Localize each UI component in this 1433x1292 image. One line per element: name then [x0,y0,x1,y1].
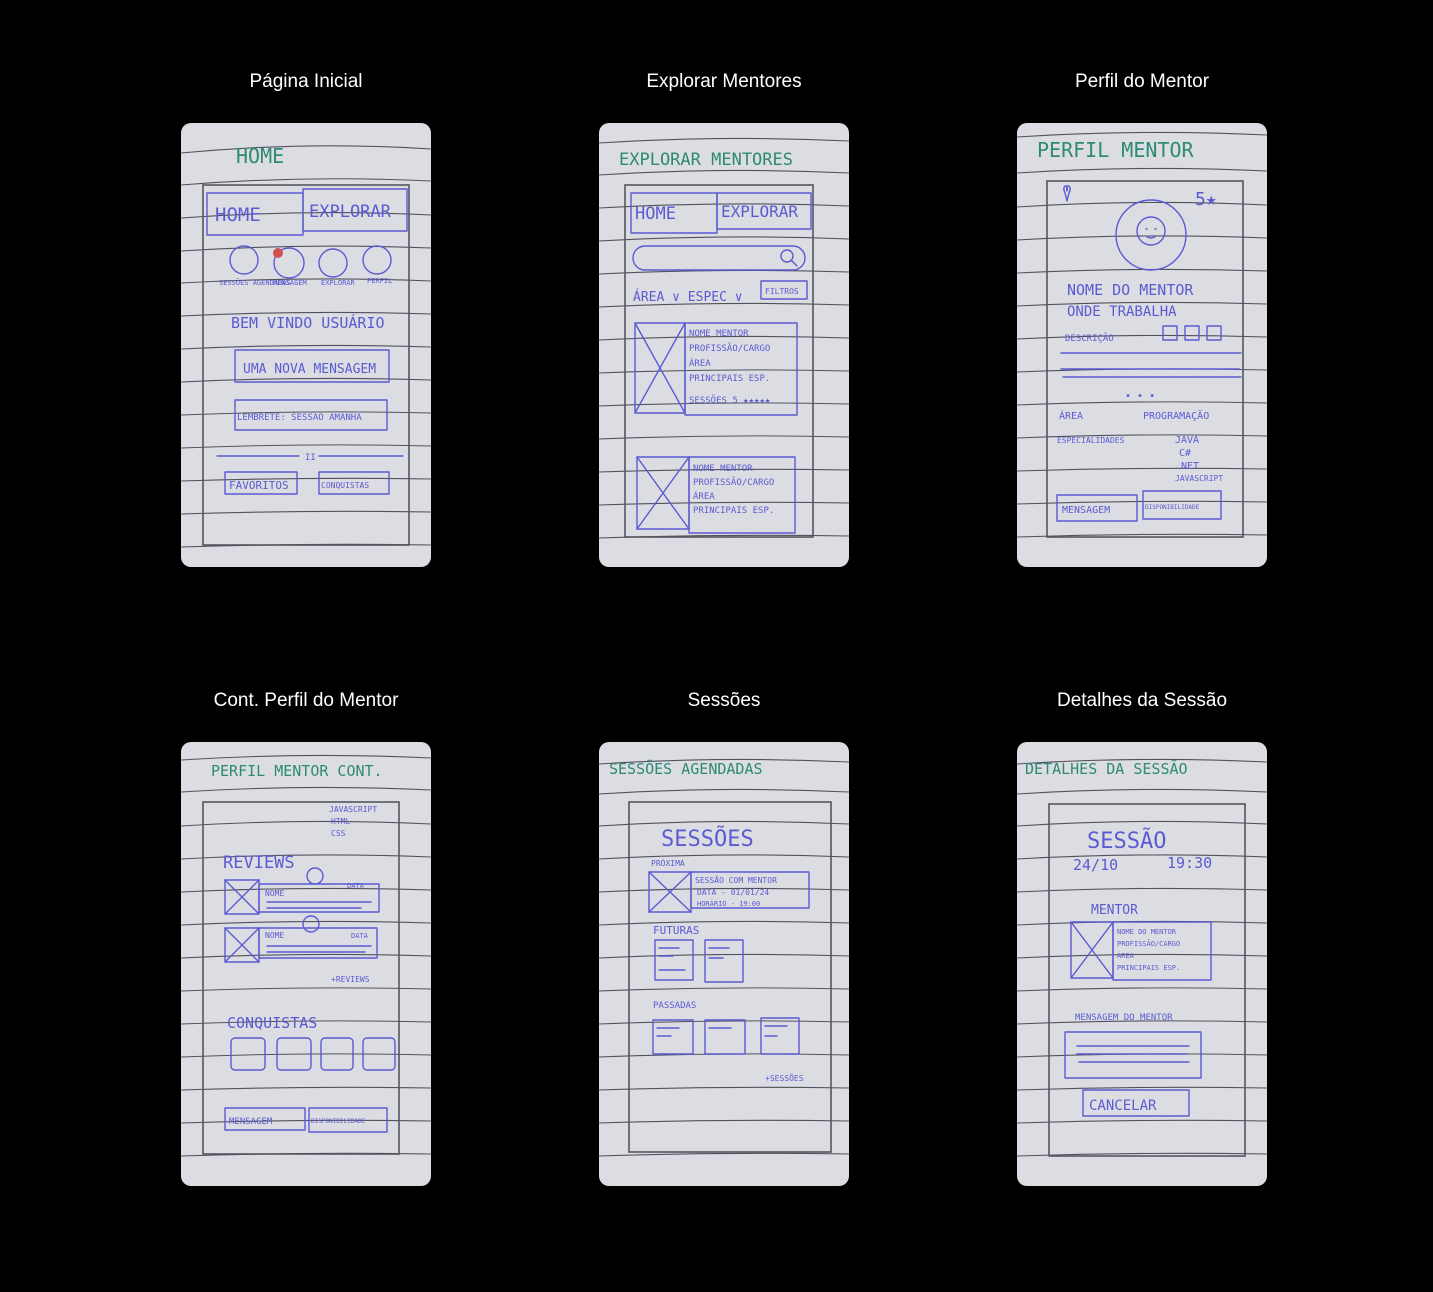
sketch-label: SESSÃO COM MENTOR [695,875,777,885]
sketch-heading: EXPLORAR MENTORES [619,150,793,170]
sketch: DETALHES DA SESSÃO SESSÃO 24/10 19:30 ME… [1017,758,1267,1157]
screen-title: Página Inicial [249,71,363,92]
sketch-label: .NET [1175,461,1199,472]
sketch-label: DISPONIBILIDADE [311,1118,366,1125]
sketch-label: EXPLORAR [309,202,392,222]
sketch-label: EXPLORAR [721,202,798,221]
sketch-label: BEM VINDO USUÁRIO [231,313,385,332]
sketch: PERFIL MENTOR CONT. JAVASCRIPT HTML CSS … [181,754,431,1157]
sketch-label: SESSÕES 5 ★★★★★ [689,394,771,406]
screen-title: Cont. Perfil do Mentor [213,690,399,711]
sketch-label: NOME DO MENTOR [1067,281,1194,299]
sketch-label: PROGRAMAÇÃO [1143,409,1209,422]
sketch-label: LEMBRETE: SESSÃO AMANHÃ [237,412,362,423]
sketch-label: EXPLORAR [321,279,356,287]
sketch-label: NOME [265,889,284,898]
sketch-label: CANCELAR [1089,1098,1157,1114]
sketch-label: ÁREA [693,490,715,502]
sketch-label: MENSAGEM DO MENTOR [1075,1013,1173,1023]
sketch-label: CONQUISTAS [321,481,369,490]
sketch-label: PRÓXIMA [651,857,685,868]
sketch-card[interactable]: PERFIL MENTOR CONT. JAVASCRIPT HTML CSS … [181,742,431,1186]
sketch-heading: DETALHES DA SESSÃO [1025,759,1188,778]
sketch-label: NOME MENTOR [689,329,749,339]
sketch-label: PROFISSÃO/CARGO [693,477,774,488]
sketch-label: PRINCIPAIS ESP. [693,506,774,516]
sketch-label: JAVASCRIPT [1175,474,1223,483]
sketch-card[interactable]: EXPLORAR MENTORES HOME EXPLORAR ÁREA ∨ E… [599,123,849,567]
sketch-label: SESSÕES [661,825,754,852]
sketch-label: • • • [1125,391,1155,402]
sketch-label: DESCRIÇÃO [1065,333,1114,344]
sketch-label: MENTOR [1091,903,1138,918]
sketch-label: CSS [331,829,346,838]
sketch: SESSÕES AGENDADAS SESSÕES PRÓXIMA SESSÃO… [599,758,849,1157]
screen-title: Perfil do Mentor [1074,71,1210,92]
sketch-card[interactable]: PERFIL MENTOR 5★ NOME DO MENTOR ONDE TRA… [1017,123,1267,567]
sketch-label: ÁREA [1117,951,1135,960]
sketch: PERFIL MENTOR 5★ NOME DO MENTOR ONDE TRA… [1017,131,1267,538]
sketch-label: MENSAGEM [273,279,307,287]
sketch-label: ONDE TRABALHA [1067,304,1177,320]
sketch-label: 24/10 [1073,856,1118,874]
sketch-label: HORÁRIO - 19:00 [697,899,760,908]
sketch-label: DATA - 01/01/24 [697,888,769,897]
sketch-label: C# [1179,448,1191,459]
sketch-label: 5★ [1195,189,1217,210]
sketch-label: NOME DO MENTOR [1117,928,1177,936]
sketch-label: DISPONIBILIDADE [1145,504,1200,511]
sketch-card[interactable]: SESSÕES AGENDADAS SESSÕES PRÓXIMA SESSÃO… [599,742,849,1186]
sketch-label: ESPECIALIDADES [1057,436,1125,445]
sketch-label: ÁREA [1059,409,1083,422]
sketch-label: FUTURAS [653,924,699,937]
sketch-label: SESSÃO [1087,827,1166,854]
screen-title: Sessões [687,690,761,711]
sketch-label: UMA NOVA MENSAGEM [243,362,376,377]
sketch-card[interactable]: DETALHES DA SESSÃO SESSÃO 24/10 19:30 ME… [1017,742,1267,1186]
sketch: EXPLORAR MENTORES HOME EXPLORAR ÁREA ∨ E… [599,137,849,539]
sketch-heading: HOME [236,144,284,168]
sketch-label: PROFISSÃO/CARGO [689,343,770,354]
sketch-label: REVIEWS [223,853,295,873]
sketch-label: MENSAGEM [1062,505,1110,516]
sketch-label: PRINCIPAIS ESP. [1117,964,1180,972]
sketch-label: MENSAGEM [229,1117,273,1127]
screen-title: Explorar Mentores [646,71,802,92]
sketch-label: HOME [215,204,261,226]
sketch-label: NOME MENTOR [693,464,753,474]
sketch: HOME HOME EXPLORAR SESSÕES AGENDADAS MEN… [181,144,431,548]
sketch-label: NOME [265,931,284,940]
sketch-label: ÁREA [689,357,711,369]
sketch-label: PASSADAS [653,1001,696,1011]
sketch-label: JAVASCRIPT [329,805,377,814]
sketch-label: DATA [351,932,369,940]
sketch-card[interactable]: HOME HOME EXPLORAR SESSÕES AGENDADAS MEN… [181,123,431,567]
sketch-label: SESSÕES AGENDADAS [219,278,291,287]
sketch-label: JAVA [1175,435,1199,446]
sketch-label: HTML [331,817,350,826]
sketch-label: +REVIEWS [331,975,370,984]
sketch-label: FILTROS [765,287,799,296]
sketch-label: PROFISSÃO/CARGO [1117,939,1180,948]
sketch-label: II [305,453,316,463]
sketch-heading: SESSÕES AGENDADAS [609,759,763,778]
screen-title: Detalhes da Sessão [1056,690,1228,711]
sketch-label: FAVORITOS [229,479,289,492]
sketch-label: PERFIL [367,277,392,285]
sketch-label: DATA [347,882,365,890]
sketch-label: PRINCIPAIS ESP. [689,374,770,384]
sketch-label: ÁREA ∨ ESPEC ∨ [633,289,743,305]
sketch-label: +SESSÕES [765,1072,804,1083]
sketch-heading: PERFIL MENTOR CONT. [211,762,383,780]
sketch-label: HOME [635,204,676,224]
sketch-label: 19:30 [1167,854,1212,872]
sketch-label: CONQUISTAS [227,1014,317,1032]
sketch-heading: PERFIL MENTOR [1037,138,1194,162]
